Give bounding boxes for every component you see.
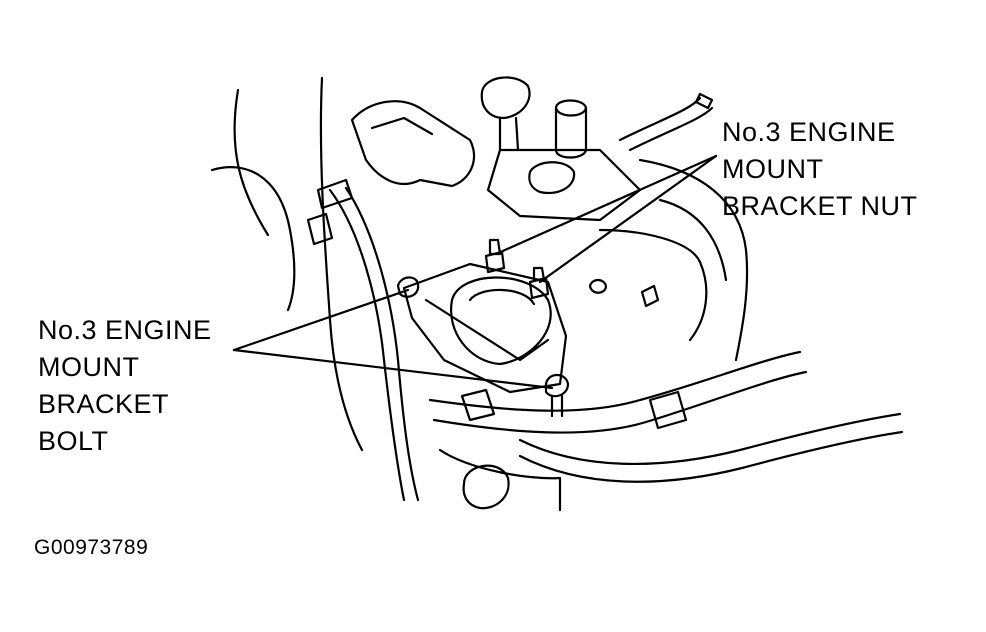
right-cable-c: [598, 228, 708, 342]
right-stud: [588, 278, 608, 294]
connector-right: [648, 390, 688, 430]
hose-clip: [316, 178, 354, 210]
center-block: [486, 148, 642, 222]
small-bolt-top: [694, 92, 714, 110]
bracket-nut-callout: No.3 ENGINE MOUNT BRACKET NUT: [722, 114, 918, 225]
lower-hose-2-outer: [518, 412, 902, 466]
connector-left: [460, 388, 496, 422]
cap-stem: [498, 116, 520, 152]
lower-hose-2-inner: [518, 430, 904, 483]
left-panel-curve: [210, 166, 296, 312]
bolt-lower-shank: [550, 394, 564, 418]
right-cable-a: [638, 158, 749, 362]
hose-left-outer: [328, 188, 406, 502]
leader-nut-a: [494, 154, 718, 256]
center-block-ring: [528, 161, 576, 195]
upper-housing: [350, 100, 476, 188]
callout-line: No.3 ENGINE: [722, 117, 896, 147]
leader-nut-b: [538, 154, 718, 284]
callout-line: MOUNT: [722, 154, 824, 184]
callout-line: BOLT: [38, 426, 109, 456]
lower-hose-inner: [432, 370, 808, 434]
upper-housing-inner: [370, 116, 434, 136]
figure-id: G00973789: [34, 536, 149, 559]
hose-left-inner: [344, 186, 420, 502]
leader-bolt-b: [232, 348, 554, 390]
bolt-upper-head: [396, 276, 420, 298]
top-pipe-b: [628, 106, 714, 152]
callout-line: MOUNT: [38, 352, 140, 382]
cylinder-top-ellipse: [554, 106, 588, 117]
right-cable-b: [658, 198, 728, 282]
bracket-bolt-callout: No.3 ENGINE MOUNT BRACKET BOLT: [38, 312, 212, 460]
mount-disc: [449, 276, 552, 366]
leader-bolt-a: [232, 288, 410, 352]
ball-bottom: [462, 464, 510, 510]
left-fender-curve: [233, 88, 270, 237]
callout-line: BRACKET NUT: [722, 191, 918, 221]
left-vertical-rail: [319, 76, 364, 452]
top-pipe-a: [618, 96, 702, 142]
cap-top-left: [480, 76, 531, 120]
mount-disc-inner: [468, 288, 536, 306]
nut-left-thread: [488, 238, 502, 256]
bolt-lower-head: [544, 373, 570, 398]
right-bolt: [640, 284, 660, 308]
mount-bracket-rib: [424, 298, 550, 362]
bracket-small-left: [306, 212, 334, 246]
callout-line: BRACKET: [38, 389, 170, 419]
callout-line: No.3 ENGINE: [38, 315, 212, 345]
